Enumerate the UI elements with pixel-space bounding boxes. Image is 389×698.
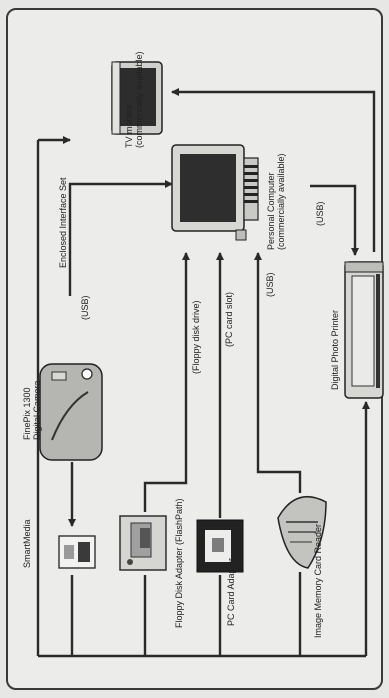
usb-camera-label: (USB) [80,295,90,321]
photo-printer-icon [344,261,384,399]
floppy-adapter-label: Floppy Disk Adapter (FlashPath) [174,498,184,628]
arrow-floppy-to-computer [143,252,190,512]
usb-printer-label: (USB) [315,201,325,227]
tv-monitor-icon [111,61,163,135]
floppy-disk-adapter-icon [119,515,167,571]
pc-card-adapter-label: PC Card Adapter [226,557,236,626]
usb-reader-label: (USB) [265,272,275,298]
pc-card-slot-label: (PC card slot) [224,291,234,347]
personal-computer-icon [171,144,259,241]
interface-set-label: Enclosed Interface Set [58,177,68,268]
pc-card-adapter-icon [196,519,244,573]
arrow-camera-to-computer [68,180,173,296]
camera-label: FinePix 1300 Digital Camera [22,380,42,440]
tv-monitor-label: TV monitor (commercially available) [124,51,144,148]
computer-label: Personal Computer (commercially availabl… [266,153,286,250]
card-reader-label: Image Memory Card Reader [313,523,323,638]
arrow-printer-to-tv [171,88,376,252]
smartmedia-label: SmartMedia [22,519,32,568]
floppy-drive-label: (Floppy disk drive) [191,300,201,374]
arrow-reader-to-computer [254,252,302,493]
arrow-computer-to-printer [310,184,359,256]
card-reader-icon [277,495,327,569]
smartmedia-card-icon [58,535,96,569]
digital-camera-icon [39,363,103,461]
printer-label: Digital Photo Printer [330,309,340,390]
diagram-frame [6,8,383,690]
